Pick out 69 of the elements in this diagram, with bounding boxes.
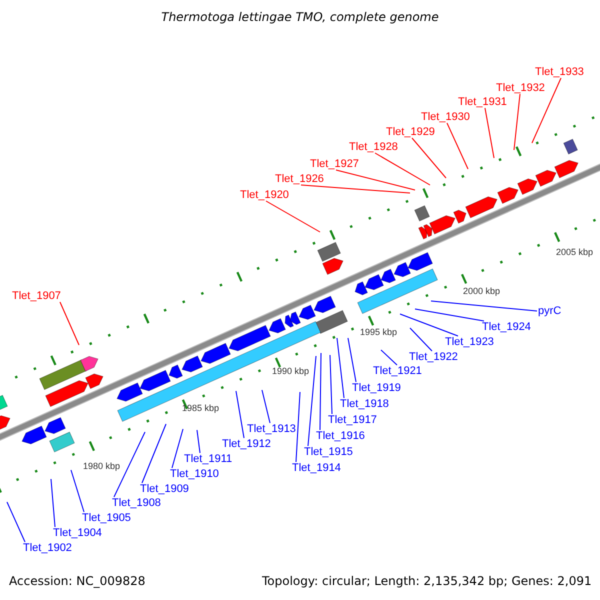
gene-label: Tlet_1907 — [12, 289, 61, 303]
leader-line — [532, 78, 562, 144]
gene-label: Tlet_1904 — [53, 526, 102, 540]
gene-label: Tlet_1905 — [82, 511, 131, 525]
leader-line — [320, 352, 322, 430]
gene-label: Tlet_1917 — [328, 413, 377, 427]
gene-label: Tlet_1930 — [421, 110, 470, 124]
scale-label: 1990 kbp — [272, 366, 310, 377]
leader-line — [60, 302, 80, 346]
leader-line — [374, 152, 430, 186]
gene-label: Tlet_1918 — [340, 397, 389, 411]
leader-line — [300, 184, 410, 194]
gene-label: Tlet_1922 — [409, 350, 458, 364]
leader-line — [414, 308, 484, 322]
leader-line — [262, 390, 270, 424]
gene-label: Tlet_1915 — [304, 445, 353, 459]
gene-label: Tlet_1924 — [482, 320, 531, 334]
leader-line — [196, 430, 200, 454]
leader-line — [6, 502, 26, 542]
gene-label: Tlet_1914 — [292, 461, 341, 475]
gene-label: Tlet_1909 — [140, 482, 189, 496]
leader-line — [114, 432, 146, 498]
leader-line — [380, 350, 398, 366]
gene-label: Tlet_1902 — [23, 541, 72, 555]
scale-label: 1980 kbp — [83, 461, 120, 472]
leader-line — [412, 138, 446, 178]
leader-line — [514, 94, 520, 150]
leader-line — [296, 392, 300, 462]
leader-line — [308, 356, 316, 446]
leader-line — [236, 390, 244, 438]
footer-text: Topology: circular; Length: 2,135,342 bp; Genes: 2,091 — [262, 574, 592, 588]
gene-label: Tlet_1911 — [184, 452, 232, 466]
leader-line — [336, 338, 344, 398]
title: Thermotoga lettingae TMO, complete genome — [160, 10, 440, 24]
scale-label: 2005 kbp — [556, 247, 594, 258]
gene-label: Tlet_1926 — [275, 172, 324, 186]
gene-label: Tlet_1913 — [247, 422, 296, 436]
gene-label: Tlet_1932 — [496, 81, 545, 95]
gene-label: Tlet_1927 — [310, 157, 359, 171]
leader-line — [70, 470, 84, 512]
gene-label: pyrC — [538, 304, 562, 318]
gene-label: Tlet_1908 — [112, 496, 161, 510]
gene-label: Tlet_1931 — [458, 95, 507, 109]
leader-line — [446, 122, 468, 170]
leader-line — [484, 108, 494, 158]
gene-label: Tlet_1916 — [316, 429, 365, 443]
leader-line — [410, 328, 432, 352]
scale-label: 2000 kbp — [463, 286, 500, 297]
footer-text: Accession: NC_009828 — [9, 574, 146, 588]
scale-label: 1995 kbp — [360, 327, 398, 338]
leader-line — [430, 300, 538, 312]
gene-label: Tlet_1919 — [352, 381, 401, 395]
gene-label: Tlet_1933 — [535, 65, 584, 79]
gene-label: Tlet_1910 — [170, 467, 219, 481]
leader-line — [50, 478, 56, 528]
gene-label: Tlet_1928 — [349, 140, 398, 154]
gene-label: Tlet_1921 — [373, 364, 422, 378]
leader-line — [400, 314, 458, 336]
gene-label: Tlet_1929 — [386, 125, 435, 139]
scale-label: 1985 kbp — [182, 403, 220, 414]
gene-label: Tlet_1923 — [445, 335, 494, 349]
leader-line — [266, 200, 320, 232]
leader-line — [142, 424, 166, 484]
leader-line — [172, 428, 184, 468]
gene-label: Tlet_1912 — [222, 437, 271, 451]
leader-line — [348, 338, 356, 382]
leader-line — [336, 170, 416, 190]
gene-label: Tlet_1920 — [240, 188, 289, 202]
leader-line — [330, 354, 332, 414]
